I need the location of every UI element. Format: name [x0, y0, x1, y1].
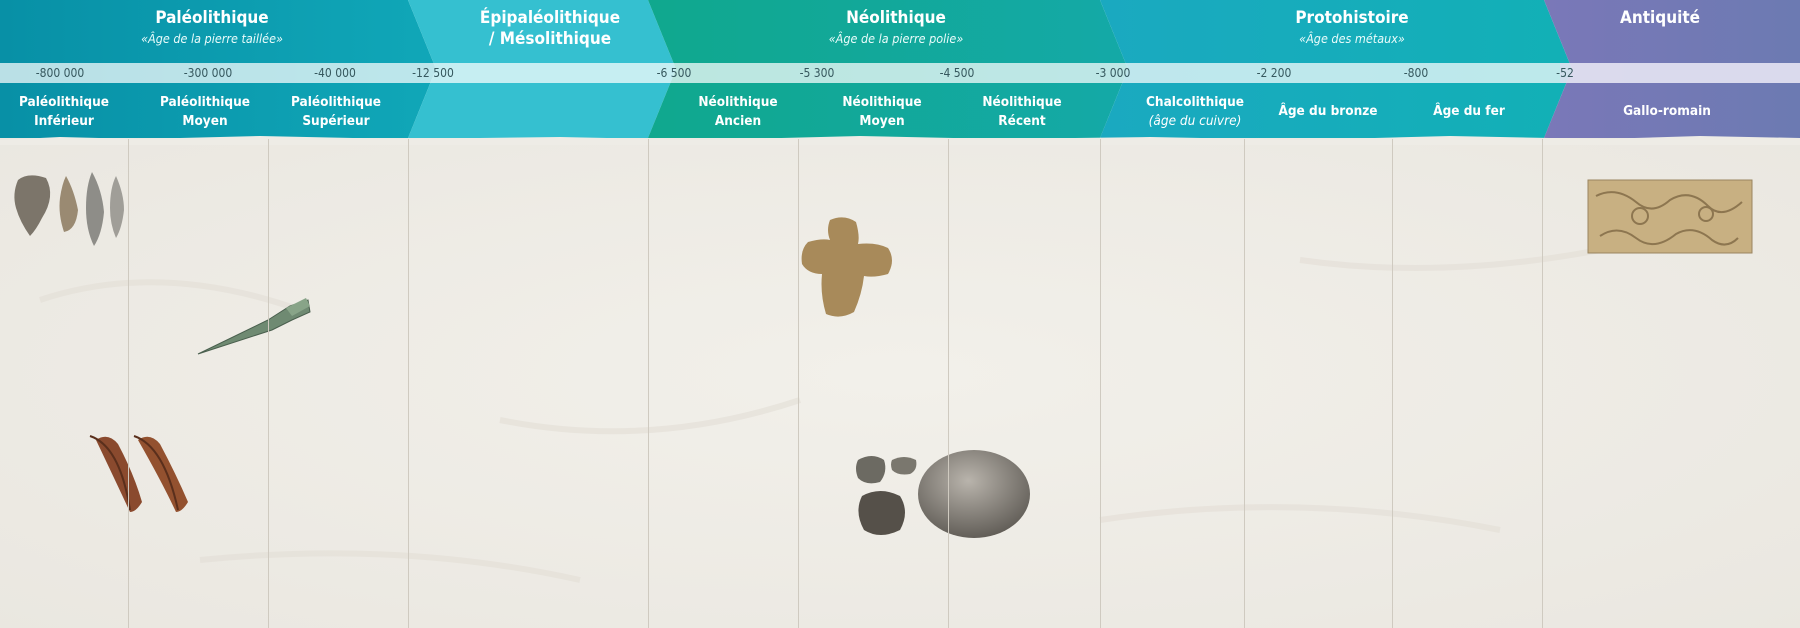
period-subtitle: «Âge des métaux»: [1299, 31, 1405, 46]
date-label: -5 300: [799, 66, 835, 80]
date-label: -40 000: [314, 66, 356, 80]
period-subtitle: «Âge de la pierre polie»: [828, 31, 964, 46]
subperiod-line: Ancien: [714, 113, 762, 129]
ceramic-vessels: [856, 450, 1030, 538]
subperiod-label: Paléolithique Inférieur: [19, 93, 109, 131]
separator-5: [798, 139, 799, 628]
subperiod-line: Chalcolithique: [1146, 94, 1244, 110]
subperiod-label: Paléolithique Supérieur: [291, 93, 381, 131]
date-band-antiquity: [1560, 63, 1800, 83]
clay-figurine: [801, 217, 892, 317]
separator-6: [948, 139, 949, 628]
subperiod-label: Néolithique Moyen: [842, 93, 921, 131]
subperiod-label: Gallo-romain: [1623, 103, 1711, 119]
date-label: -12 500: [412, 66, 454, 80]
subperiod-line: Néolithique: [842, 94, 922, 110]
separator-7: [1100, 139, 1101, 628]
subperiod-line: Supérieur: [302, 113, 370, 129]
leather-quivers: [89, 435, 188, 512]
subperiod-line: Paléolithique: [291, 94, 381, 110]
subperiod-line: Récent: [998, 113, 1046, 129]
period-title: Antiquité: [1619, 8, 1701, 28]
subperiod-line: Inférieur: [34, 113, 94, 129]
subperiod-line: Néolithique: [982, 94, 1062, 110]
separator-3: [408, 139, 409, 628]
subperiod-line: Paléolithique: [19, 94, 109, 110]
subperiod-label: Néolithique Récent: [982, 93, 1061, 131]
subperiod-line: Moyen: [859, 113, 905, 129]
subperiod-label: Âge du fer: [1433, 103, 1505, 119]
carved-stone-relief: [1587, 179, 1753, 254]
date-band: [0, 63, 1800, 83]
subperiod-line: (âge du cuivre): [1148, 113, 1242, 129]
period-title: Néolithique: [846, 8, 946, 28]
torn-edge: [0, 136, 1800, 145]
separator-9: [1392, 139, 1393, 628]
subperiod-label: Âge du bronze: [1278, 103, 1378, 119]
date-label: -4 500: [939, 66, 975, 80]
date-label: -3 000: [1095, 66, 1131, 80]
date-label: -52: [1556, 66, 1574, 80]
paper-background: [0, 120, 1800, 628]
period-title-line: / Mésolithique: [488, 29, 612, 49]
subperiod-label: Néolithique Ancien: [698, 93, 777, 131]
date-label: -800: [1403, 66, 1429, 80]
date-label: -2 200: [1256, 66, 1292, 80]
flint-tools: [14, 172, 124, 246]
period-title: Protohistoire: [1295, 8, 1409, 28]
subperiod-line: Moyen: [182, 113, 228, 129]
separator-1: [128, 139, 129, 628]
separator-2: [268, 139, 269, 628]
period-subtitle: «Âge de la pierre taillée»: [141, 31, 283, 46]
date-label: -300 000: [183, 66, 233, 80]
subperiod-label: Chalcolithique (âge du cuivre): [1146, 93, 1244, 131]
date-label: -800 000: [35, 66, 85, 80]
period-title: Paléolithique: [155, 8, 269, 28]
period-title-line: Épipaléolithique: [479, 8, 621, 28]
period-title-epipaleolithique: Épipaléolithique / Mésolithique: [480, 8, 620, 50]
separator-10: [1542, 139, 1543, 628]
bronze-spearhead: [197, 298, 311, 355]
separator-8: [1244, 139, 1245, 628]
subperiod-line: Paléolithique: [160, 94, 250, 110]
subperiod-line: Néolithique: [698, 94, 778, 110]
separator-4: [648, 139, 649, 628]
subperiod-label: Paléolithique Moyen: [160, 93, 250, 131]
date-label: -6 500: [656, 66, 692, 80]
paper-texture: [39, 247, 1601, 583]
